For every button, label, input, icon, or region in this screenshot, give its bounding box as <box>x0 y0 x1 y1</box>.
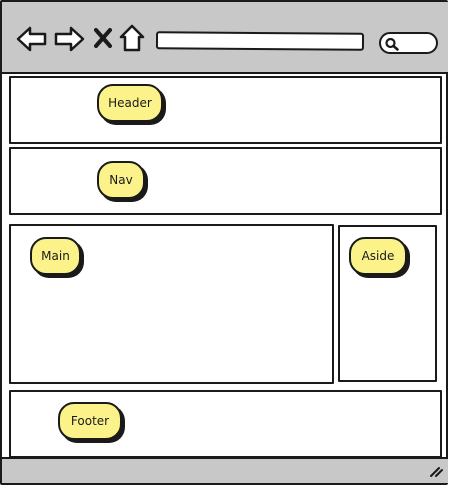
header-label: Header <box>108 96 152 110</box>
browser-toolbar <box>2 2 448 74</box>
search-icon <box>384 36 400 56</box>
nav-label: Nav <box>109 173 133 187</box>
arrow-right-icon[interactable] <box>53 26 85 56</box>
aside-label: Aside <box>361 249 395 263</box>
header-note: Header <box>97 84 163 122</box>
aside-note: Aside <box>349 237 407 275</box>
status-bar <box>2 457 448 483</box>
main-note: Main <box>30 237 81 275</box>
main-label: Main <box>41 249 70 263</box>
footer-label: Footer <box>70 414 110 428</box>
close-icon[interactable] <box>93 27 113 53</box>
address-bar[interactable] <box>155 31 365 51</box>
search-field[interactable] <box>379 32 438 54</box>
arrow-left-icon[interactable] <box>16 26 48 56</box>
home-icon[interactable] <box>119 24 145 56</box>
footer-note: Footer <box>58 402 122 440</box>
nav-region <box>9 147 442 215</box>
resize-grip-icon[interactable] <box>428 463 444 483</box>
header-region <box>9 76 442 144</box>
nav-note: Nav <box>97 161 145 199</box>
main-region <box>9 224 334 384</box>
